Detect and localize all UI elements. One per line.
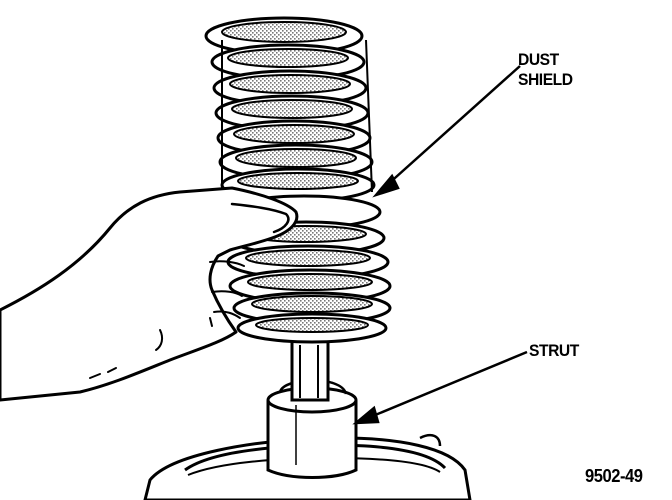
dust-shield-label: DUST SHIELD xyxy=(518,50,573,90)
dust-shield-bellows xyxy=(204,16,376,203)
dust-shield-label-line1: DUST xyxy=(518,50,559,69)
strut-label: STRUT xyxy=(529,341,579,360)
strut xyxy=(266,336,358,479)
strut-leader-arrow xyxy=(352,350,528,425)
dust-shield-leader-arrow xyxy=(372,65,521,198)
dust-shield-label-line2: SHIELD xyxy=(518,70,573,89)
figure-number: 9502-49 xyxy=(585,466,643,486)
hand-illustration xyxy=(0,186,299,402)
